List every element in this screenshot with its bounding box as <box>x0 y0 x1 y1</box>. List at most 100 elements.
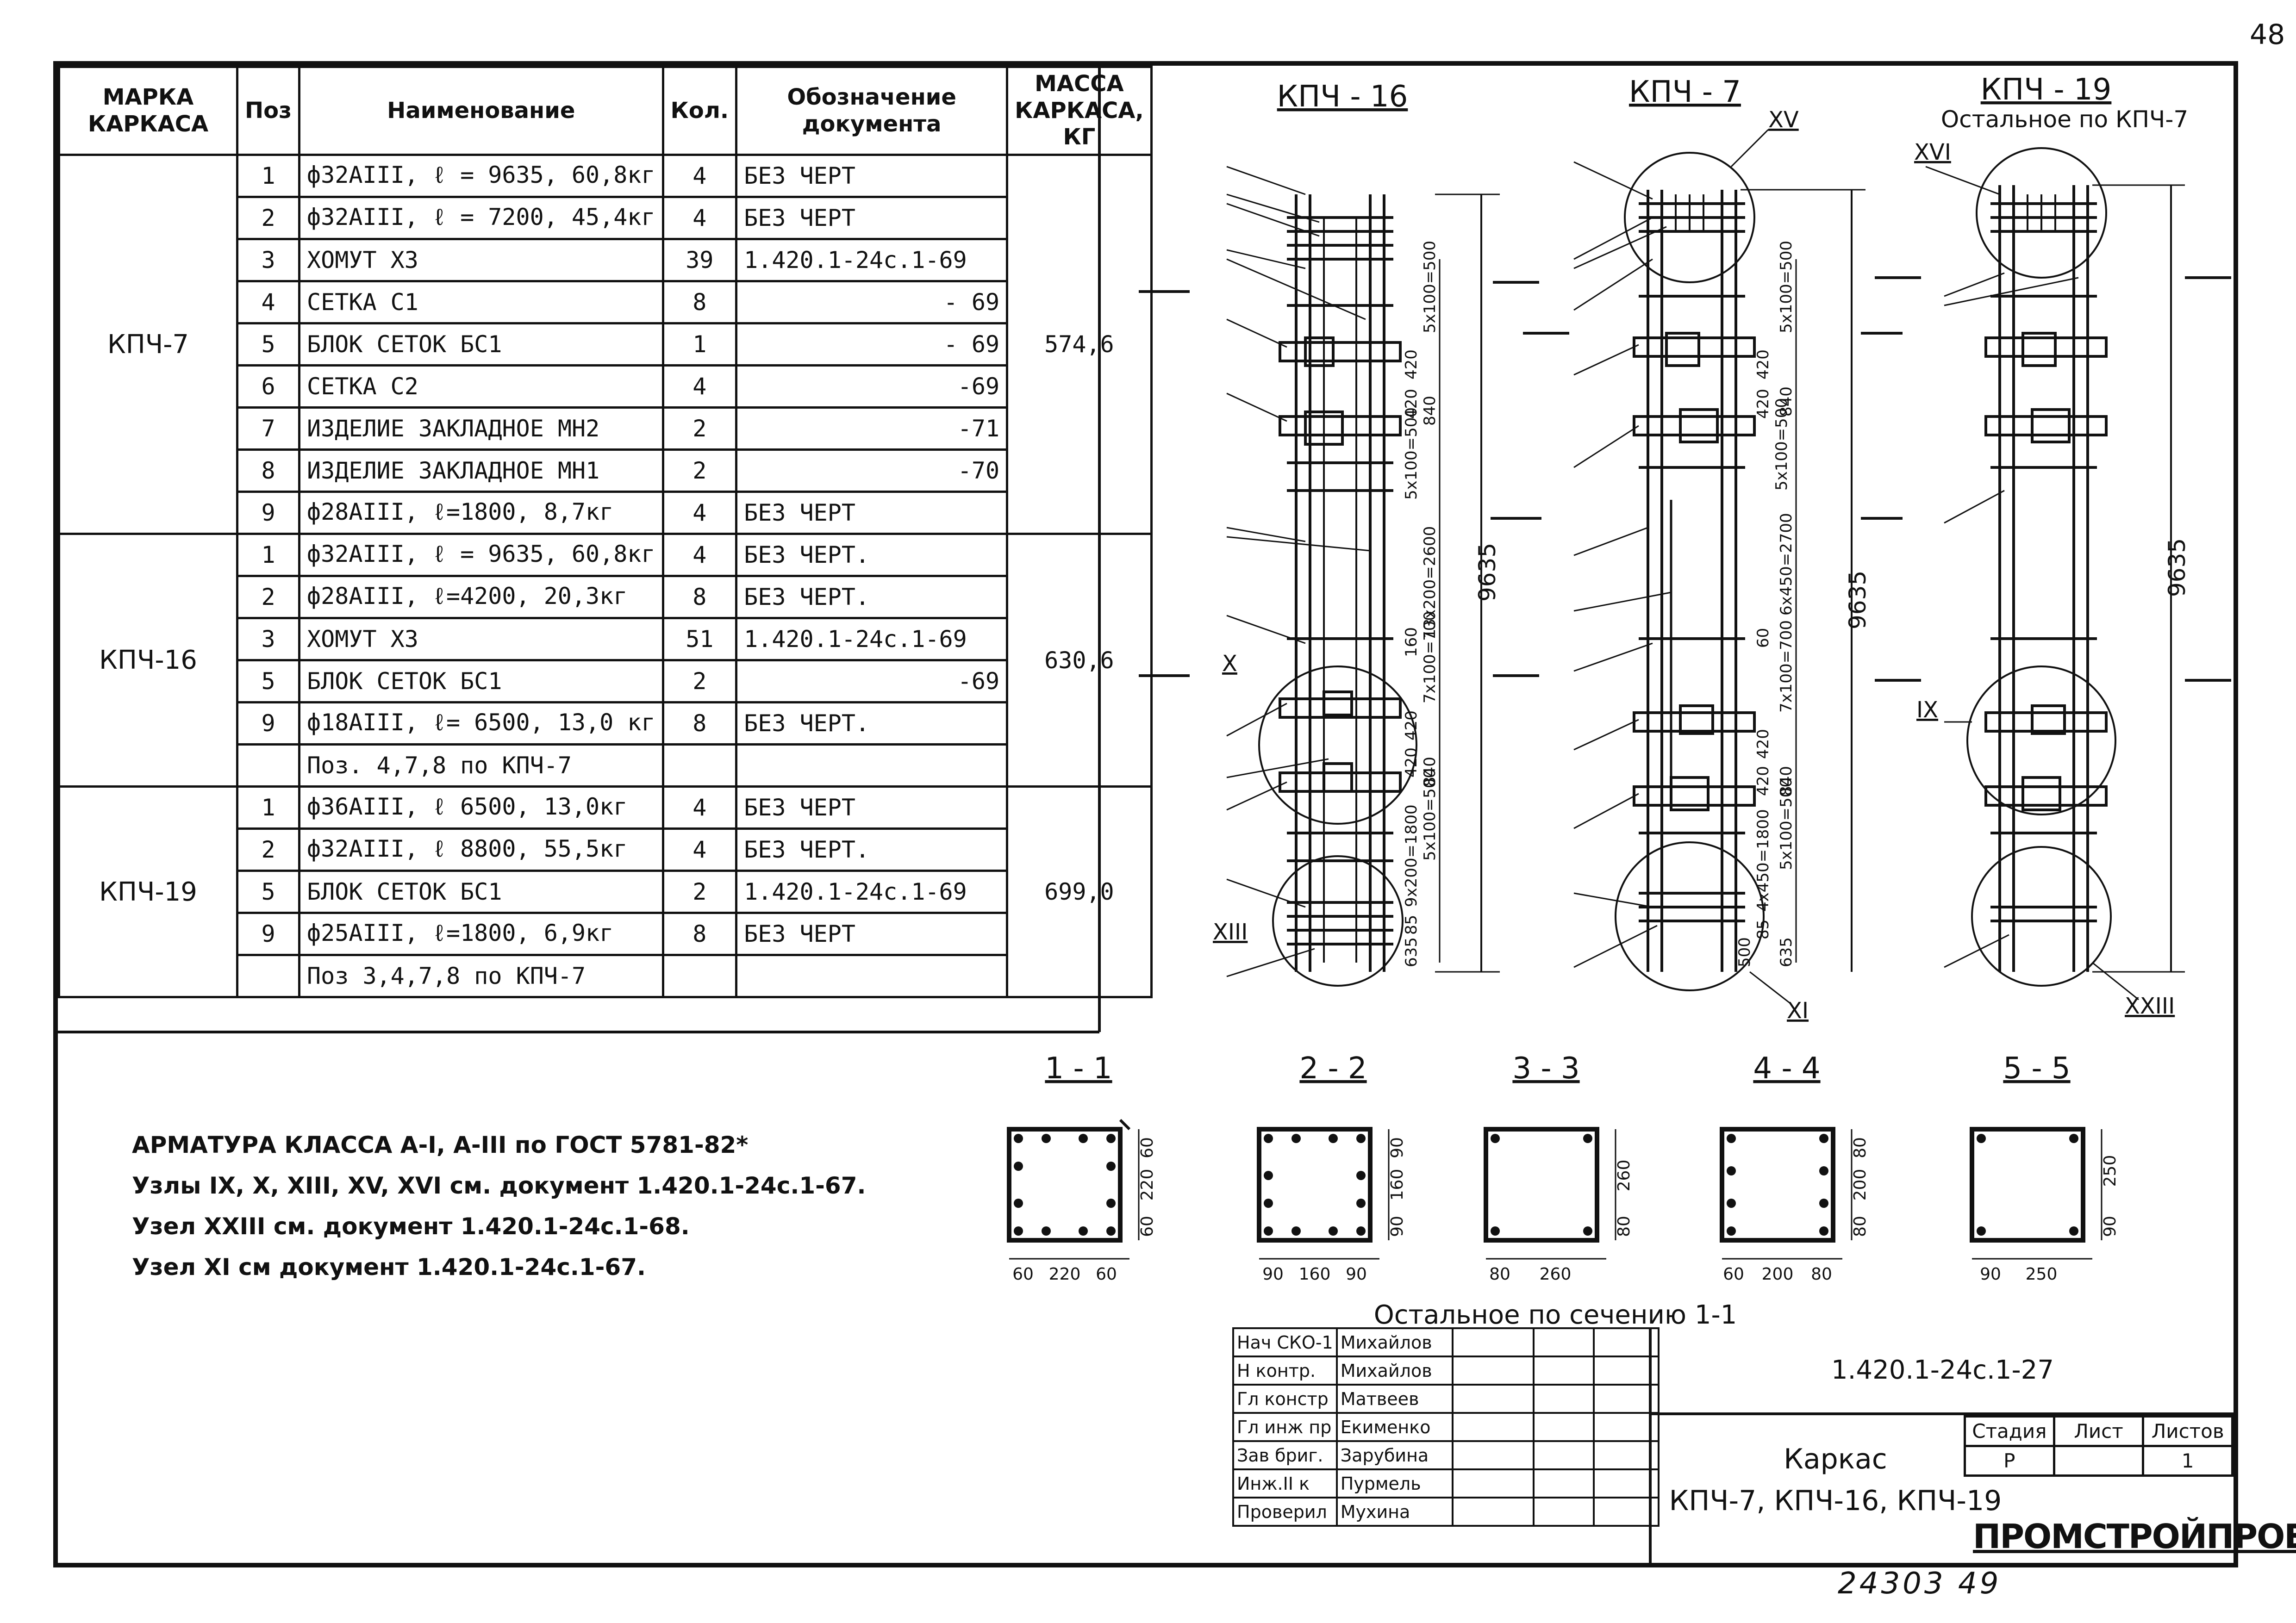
stage-block: Стадия Лист Листов Р 1 <box>1964 1415 2234 1563</box>
s11-dim-right: 220 <box>1138 1169 1157 1201</box>
kpch16-dim: 5х100=500 <box>1421 768 1439 861</box>
kpch16-dim: 9х200=1800 <box>1402 804 1421 907</box>
kpch19-elevation <box>1875 147 2231 1001</box>
spec-header-row: МАРКА КАРКАСА Поз Наименование Кол. Обоз… <box>58 66 1153 156</box>
signature-extra <box>1592 1356 1660 1386</box>
s44-dim-right: 80 <box>1851 1216 1870 1237</box>
document-cell: БЕЗ ЧЕРТ. <box>735 701 1009 746</box>
kpch16-dim: 5х100=500 <box>1402 407 1421 500</box>
signature-name: Мухина <box>1335 1497 1454 1527</box>
quantity-cell: 2 <box>661 448 738 493</box>
position-cell: 2 <box>236 575 301 619</box>
s44-dim-bottom: 80 <box>1811 1265 1832 1284</box>
signature-sign <box>1451 1384 1535 1414</box>
sheet-label: Лист <box>2053 1415 2145 1447</box>
quantity-cell: 4 <box>661 154 738 198</box>
s33-dim-bottom: 260 <box>1540 1265 1572 1284</box>
item-name-cell: ф28АIII, ℓ=4200, 20,3кг <box>298 575 664 619</box>
document-cell: -70 <box>735 448 1009 493</box>
quantity-cell: 2 <box>661 870 738 914</box>
header-pos: Поз <box>236 66 301 156</box>
signature-role: Проверил <box>1232 1497 1338 1527</box>
position-cell: 9 <box>236 912 301 956</box>
signature-extra <box>1592 1412 1660 1442</box>
quantity-cell: 4 <box>661 196 738 240</box>
signature-extra <box>1592 1497 1660 1527</box>
item-name-cell: СЕТКА С1 <box>298 280 664 324</box>
s33-dim-right: 80 <box>1615 1216 1634 1237</box>
quantity-cell: 1 <box>661 322 738 367</box>
sheets-label: Листов <box>2142 1415 2234 1447</box>
quantity-cell: 2 <box>661 406 738 451</box>
s22-dim-bottom: 90 <box>1346 1265 1367 1284</box>
position-cell: 2 <box>236 196 301 240</box>
position-cell: 7 <box>236 406 301 451</box>
signature-name: Матвеев <box>1335 1384 1454 1414</box>
signature-role: Гл инж пр <box>1232 1412 1338 1442</box>
document-cell: БЕЗ ЧЕРТ <box>735 912 1009 956</box>
s44-dim-bottom: 60 <box>1723 1265 1744 1284</box>
frame-mark-cell: КПЧ-19 <box>58 785 238 998</box>
kpch16-overall-dim: 9635 <box>1474 543 1501 602</box>
signature-name: Екименко <box>1335 1412 1454 1442</box>
kpch16-title: КПЧ - 16 <box>1277 80 1408 114</box>
note-line: Узел XI см документ 1.420.1-24с.1-67. <box>132 1254 646 1281</box>
item-name-cell: БЛОК СЕТОК БС1 <box>298 659 664 703</box>
kpch16-dim: 13х200=2600 <box>1421 526 1439 639</box>
s55-dim-right: 90 <box>2101 1216 2120 1237</box>
kpch7-dim: 5х100=500 <box>1772 398 1791 491</box>
sheet-value <box>2053 1445 2145 1477</box>
s11-dim-right: 60 <box>1138 1137 1157 1158</box>
kpch16-elevation <box>1139 166 1539 987</box>
sheets-value: 1 <box>2142 1445 2234 1477</box>
document-cell: -69 <box>735 659 1009 703</box>
position-cell: 8 <box>236 448 301 493</box>
drawing-frame <box>53 61 2238 1567</box>
document-cell: 1.420.1-24с.1-69 <box>735 617 1009 661</box>
kpch16-dim: 420 <box>1402 747 1421 777</box>
organization-name: ПРОМСТРОЙПРОЕКТ <box>1973 1517 2296 1556</box>
kpch16-dim: 85 <box>1402 915 1421 935</box>
item-name-cell: Поз 3,4,7,8 по КПЧ-7 <box>298 954 664 998</box>
position-cell: 1 <box>236 533 301 577</box>
signature-extra <box>1592 1327 1660 1357</box>
document-cell: БЕЗ ЧЕРТ <box>735 785 1009 830</box>
item-name-cell: ИЗДЕЛИЕ ЗАКЛАДНОЕ МН1 <box>298 448 664 493</box>
item-name-cell: Поз. 4,7,8 по КПЧ-7 <box>298 743 664 788</box>
frame-mass-cell: 699,0 <box>1006 785 1153 998</box>
signature-sign <box>1451 1412 1535 1442</box>
signature-sign <box>1451 1497 1535 1527</box>
quantity-cell: 8 <box>661 701 738 746</box>
document-cell: БЕЗ ЧЕРТ. <box>735 827 1009 872</box>
position-cell <box>236 743 301 788</box>
signature-extra <box>1592 1468 1660 1499</box>
signature-role: Н контр. <box>1232 1356 1338 1386</box>
position-cell: 5 <box>236 659 301 703</box>
position-cell: 1 <box>236 154 301 198</box>
kpch7-dim: 5х100=500 <box>1777 777 1796 870</box>
kpch19-overall-dim: 9635 <box>2164 538 2190 597</box>
note-line: Узел XXIII см. документ 1.420.1-24с.1-68… <box>132 1213 690 1240</box>
s11-dim-right: 60 <box>1138 1216 1157 1237</box>
kpch7-dim: 85 <box>1754 920 1772 939</box>
node-xv-label: XV <box>1768 107 1799 133</box>
signature-date <box>1532 1327 1595 1357</box>
signature-date <box>1532 1497 1595 1527</box>
item-name-cell: СЕТКА С2 <box>298 364 664 409</box>
section-3-3-title: 3 - 3 <box>1512 1051 1579 1086</box>
kpch7-dim: 420 <box>1754 349 1772 379</box>
s55-dim-bottom: 90 <box>1980 1265 2001 1284</box>
section-2-2 <box>1257 1127 1390 1260</box>
s22-dim-right: 90 <box>1388 1137 1407 1158</box>
